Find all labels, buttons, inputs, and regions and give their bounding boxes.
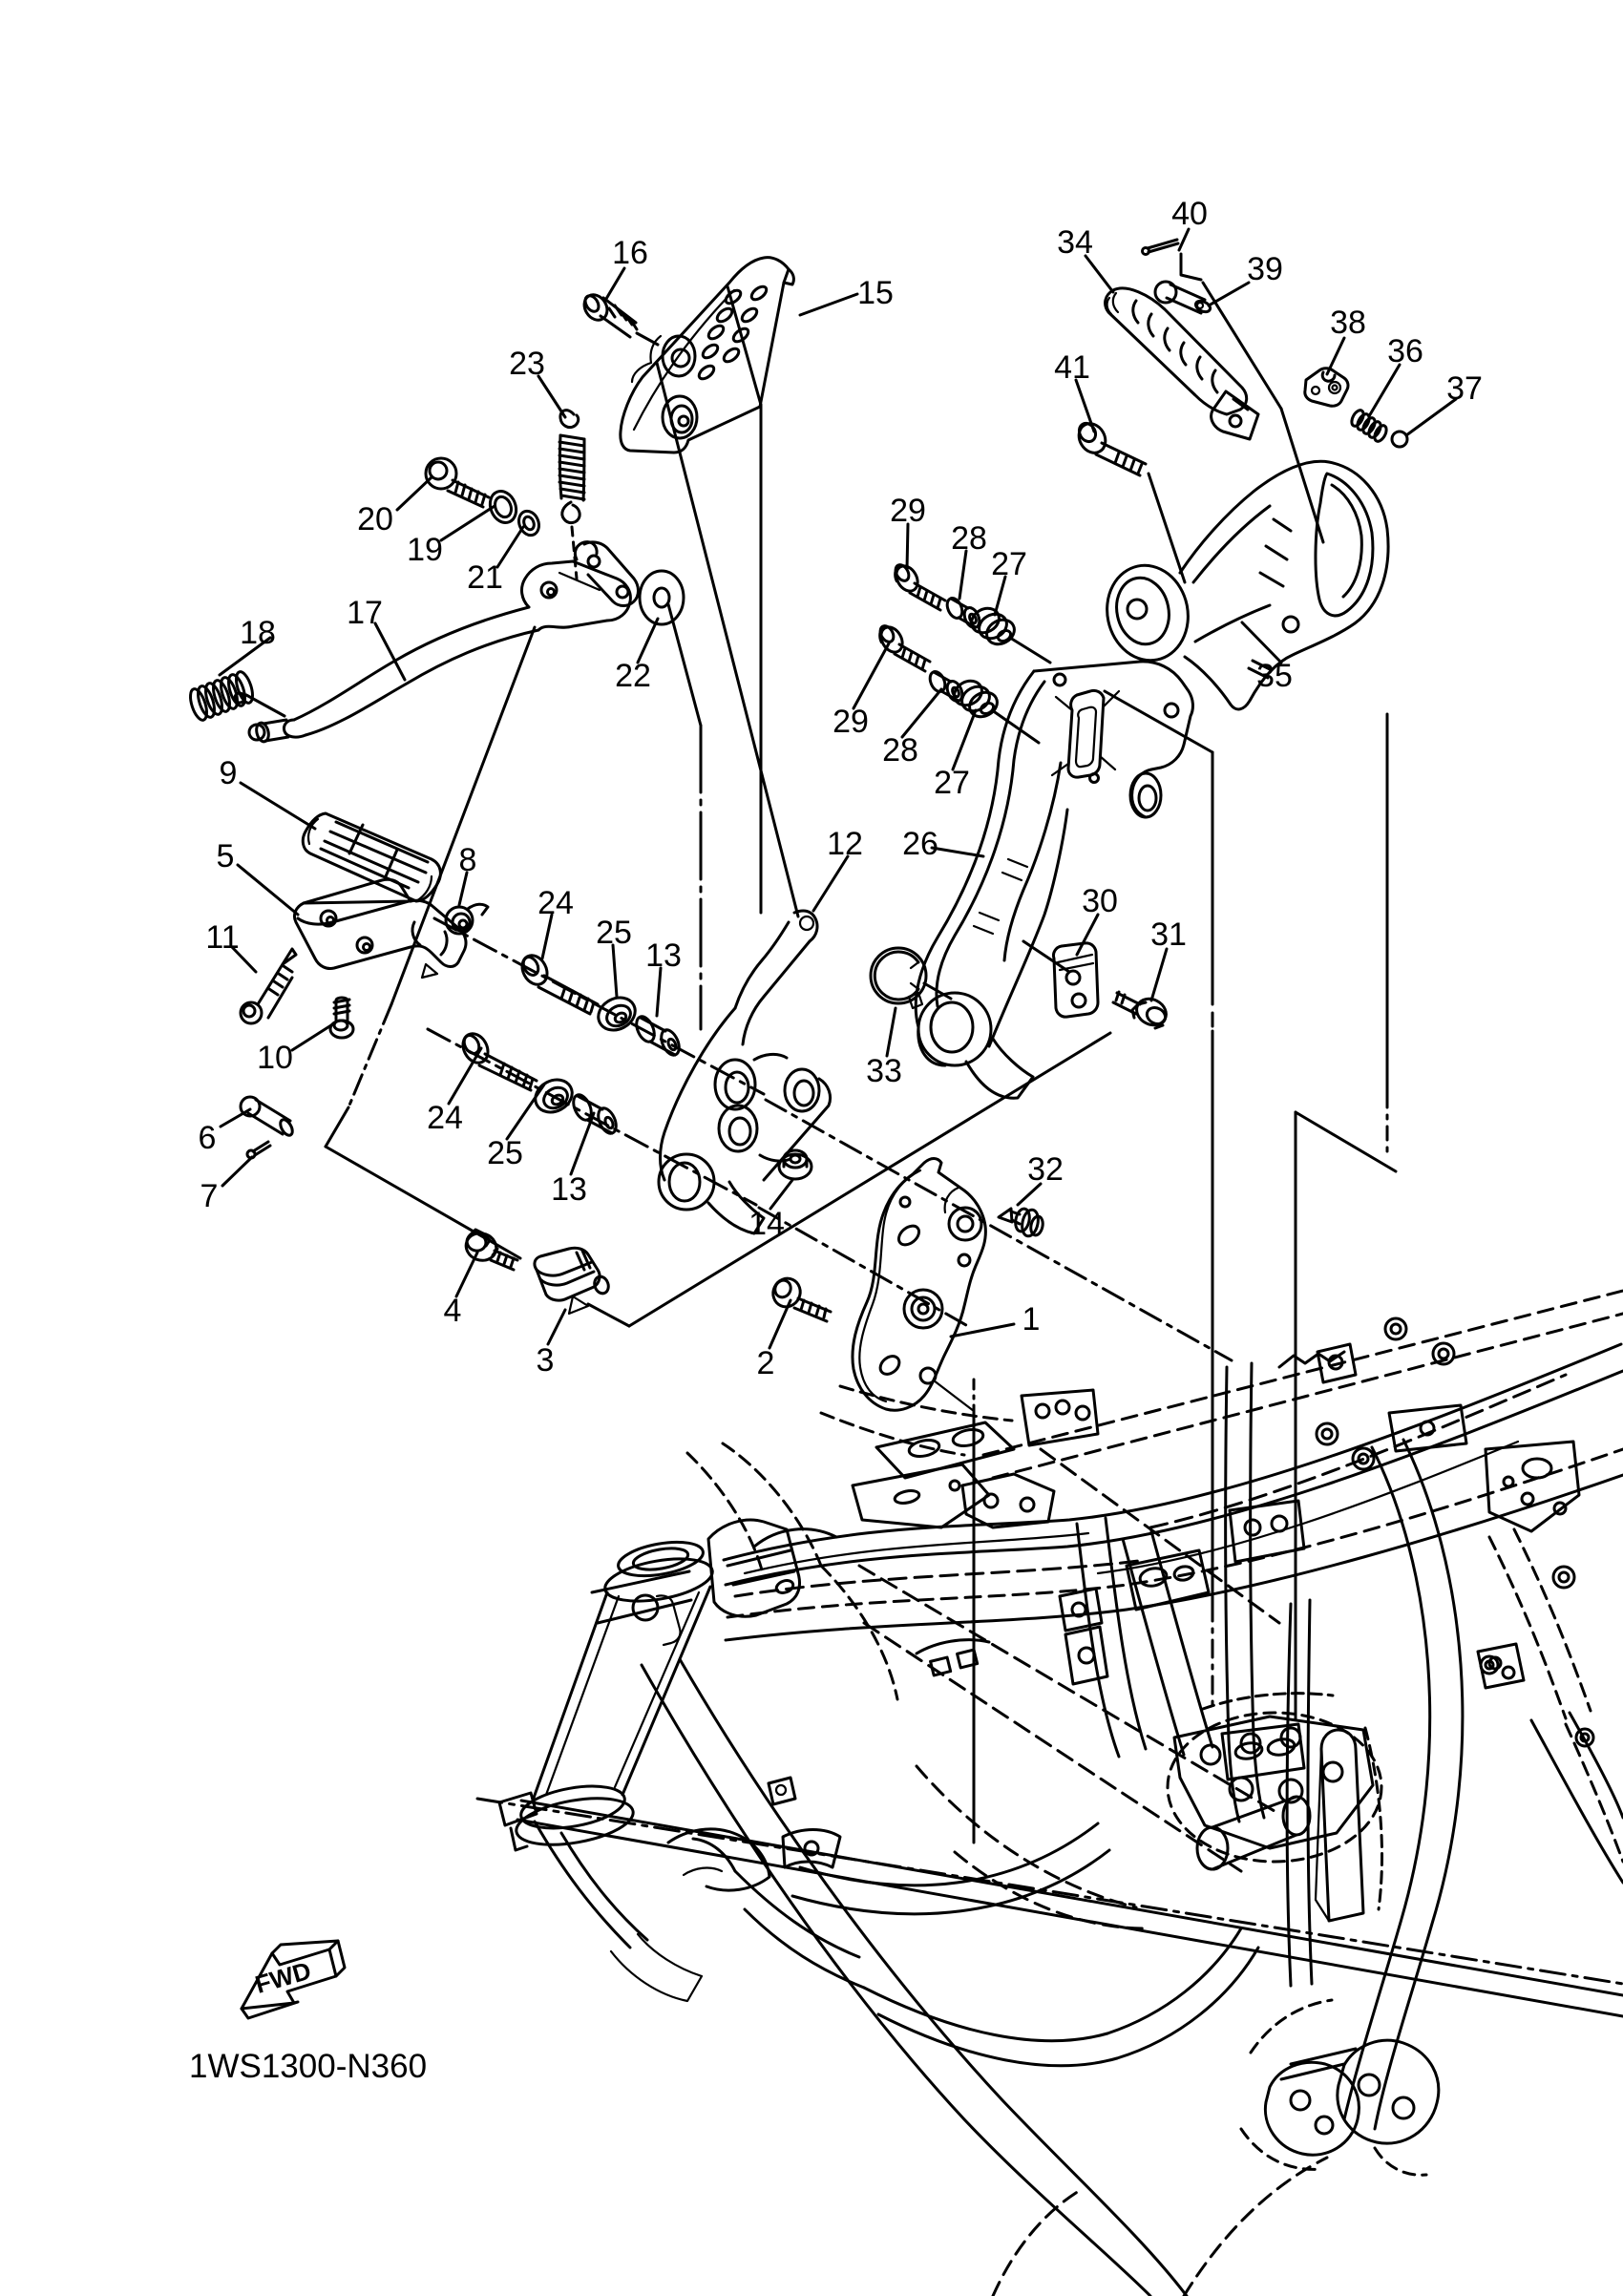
svg-text:3: 3	[537, 1342, 555, 1379]
svg-text:11: 11	[205, 919, 239, 956]
svg-text:1: 1	[1022, 1301, 1041, 1338]
svg-text:25: 25	[487, 1135, 523, 1171]
svg-text:7: 7	[200, 1178, 219, 1214]
svg-text:41: 41	[1054, 349, 1090, 386]
svg-text:1WS1300-N360: 1WS1300-N360	[189, 2048, 427, 2085]
svg-text:27: 27	[934, 765, 970, 801]
svg-text:9: 9	[220, 755, 238, 791]
svg-text:4: 4	[444, 1293, 462, 1329]
svg-text:29: 29	[833, 704, 869, 740]
svg-text:6: 6	[199, 1120, 217, 1156]
svg-text:34: 34	[1057, 224, 1093, 261]
svg-text:13: 13	[645, 937, 682, 974]
svg-text:18: 18	[240, 615, 276, 651]
svg-text:27: 27	[991, 546, 1027, 582]
svg-text:37: 37	[1446, 370, 1483, 407]
svg-text:2: 2	[757, 1345, 775, 1381]
svg-text:26: 26	[902, 826, 938, 862]
svg-text:15: 15	[857, 275, 894, 311]
svg-text:24: 24	[537, 885, 574, 921]
svg-text:31: 31	[1150, 916, 1187, 953]
svg-text:24: 24	[427, 1100, 463, 1136]
svg-text:8: 8	[459, 842, 477, 878]
svg-text:33: 33	[866, 1053, 902, 1089]
svg-text:17: 17	[347, 595, 383, 631]
svg-text:28: 28	[882, 732, 918, 769]
svg-text:12: 12	[827, 826, 863, 862]
svg-text:40: 40	[1171, 196, 1208, 232]
svg-text:23: 23	[509, 346, 545, 382]
svg-text:39: 39	[1247, 251, 1283, 287]
svg-text:38: 38	[1330, 305, 1366, 341]
svg-text:21: 21	[467, 559, 503, 596]
svg-text:25: 25	[596, 915, 632, 951]
svg-text:22: 22	[615, 658, 651, 694]
svg-text:13: 13	[551, 1171, 587, 1208]
svg-text:29: 29	[890, 493, 926, 529]
svg-text:36: 36	[1387, 333, 1423, 369]
svg-text:10: 10	[257, 1040, 293, 1076]
svg-text:20: 20	[357, 501, 393, 537]
svg-text:30: 30	[1082, 883, 1118, 919]
svg-text:32: 32	[1027, 1151, 1064, 1188]
svg-text:5: 5	[217, 838, 235, 874]
svg-text:28: 28	[951, 520, 987, 557]
svg-text:19: 19	[407, 532, 443, 568]
svg-text:16: 16	[612, 235, 648, 271]
